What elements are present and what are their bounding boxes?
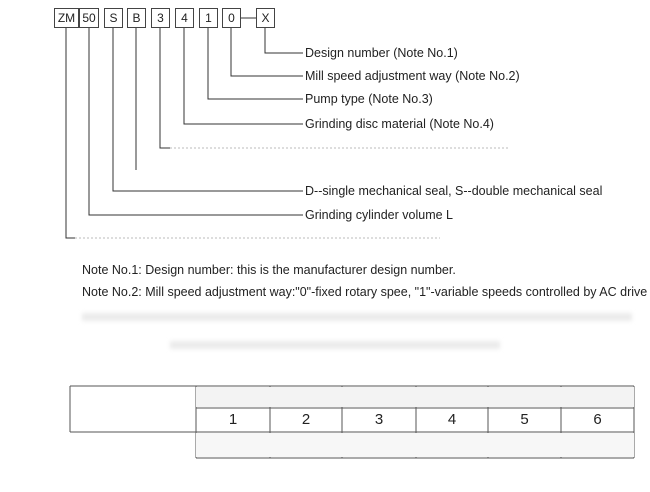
leader-seal — [112, 28, 303, 192]
table-bottom-blur-band — [196, 433, 634, 457]
code-box-1: 1 — [199, 8, 218, 28]
table-col-4: 4 — [447, 411, 457, 428]
leader-design-number — [264, 28, 303, 54]
label-grinding-disc: Grinding disc material (Note No.4) — [305, 117, 494, 131]
label-mill-speed: Mill speed adjustment way (Note No.2) — [305, 69, 520, 83]
leader-pump-type — [207, 28, 303, 100]
code-box-3: 3 — [151, 8, 170, 28]
leader-mill-speed — [230, 28, 303, 77]
leader-blurred-2 — [65, 28, 75, 239]
label-cylinder-volume: Grinding cylinder volume L — [305, 208, 453, 222]
leader-cylinder-volume — [88, 28, 303, 216]
note-2: Note No.2: Mill speed adjustment way:"0"… — [82, 285, 648, 299]
label-pump-type: Pump type (Note No.3) — [305, 92, 433, 106]
leader-grinding-disc — [183, 28, 303, 125]
leader-blurred-1 — [159, 28, 170, 149]
table-col-6: 6 — [593, 411, 602, 428]
illegible-note-line-2 — [170, 341, 500, 349]
code-box-zm: ZM — [54, 8, 79, 28]
code-box-50: 50 — [79, 8, 99, 28]
table-col-3: 3 — [374, 411, 384, 428]
code-box-b: B — [127, 8, 146, 28]
code-box-0: 0 — [222, 8, 241, 28]
table-col-5: 5 — [520, 411, 529, 428]
label-seal: D--single mechanical seal, S--double mec… — [305, 184, 603, 198]
code-box-4: 4 — [175, 8, 194, 28]
table-col-2: 2 — [301, 411, 311, 428]
table-col-1: 1 — [228, 411, 238, 428]
note-1: Note No.1: Design number: this is the ma… — [82, 263, 456, 277]
code-box-s: S — [104, 8, 123, 28]
label-design-number: Design number (Note No.1) — [305, 46, 458, 60]
illegible-note-line-1 — [82, 313, 632, 321]
code-box-x: X — [256, 8, 275, 28]
table-header-blur-band — [196, 387, 634, 407]
